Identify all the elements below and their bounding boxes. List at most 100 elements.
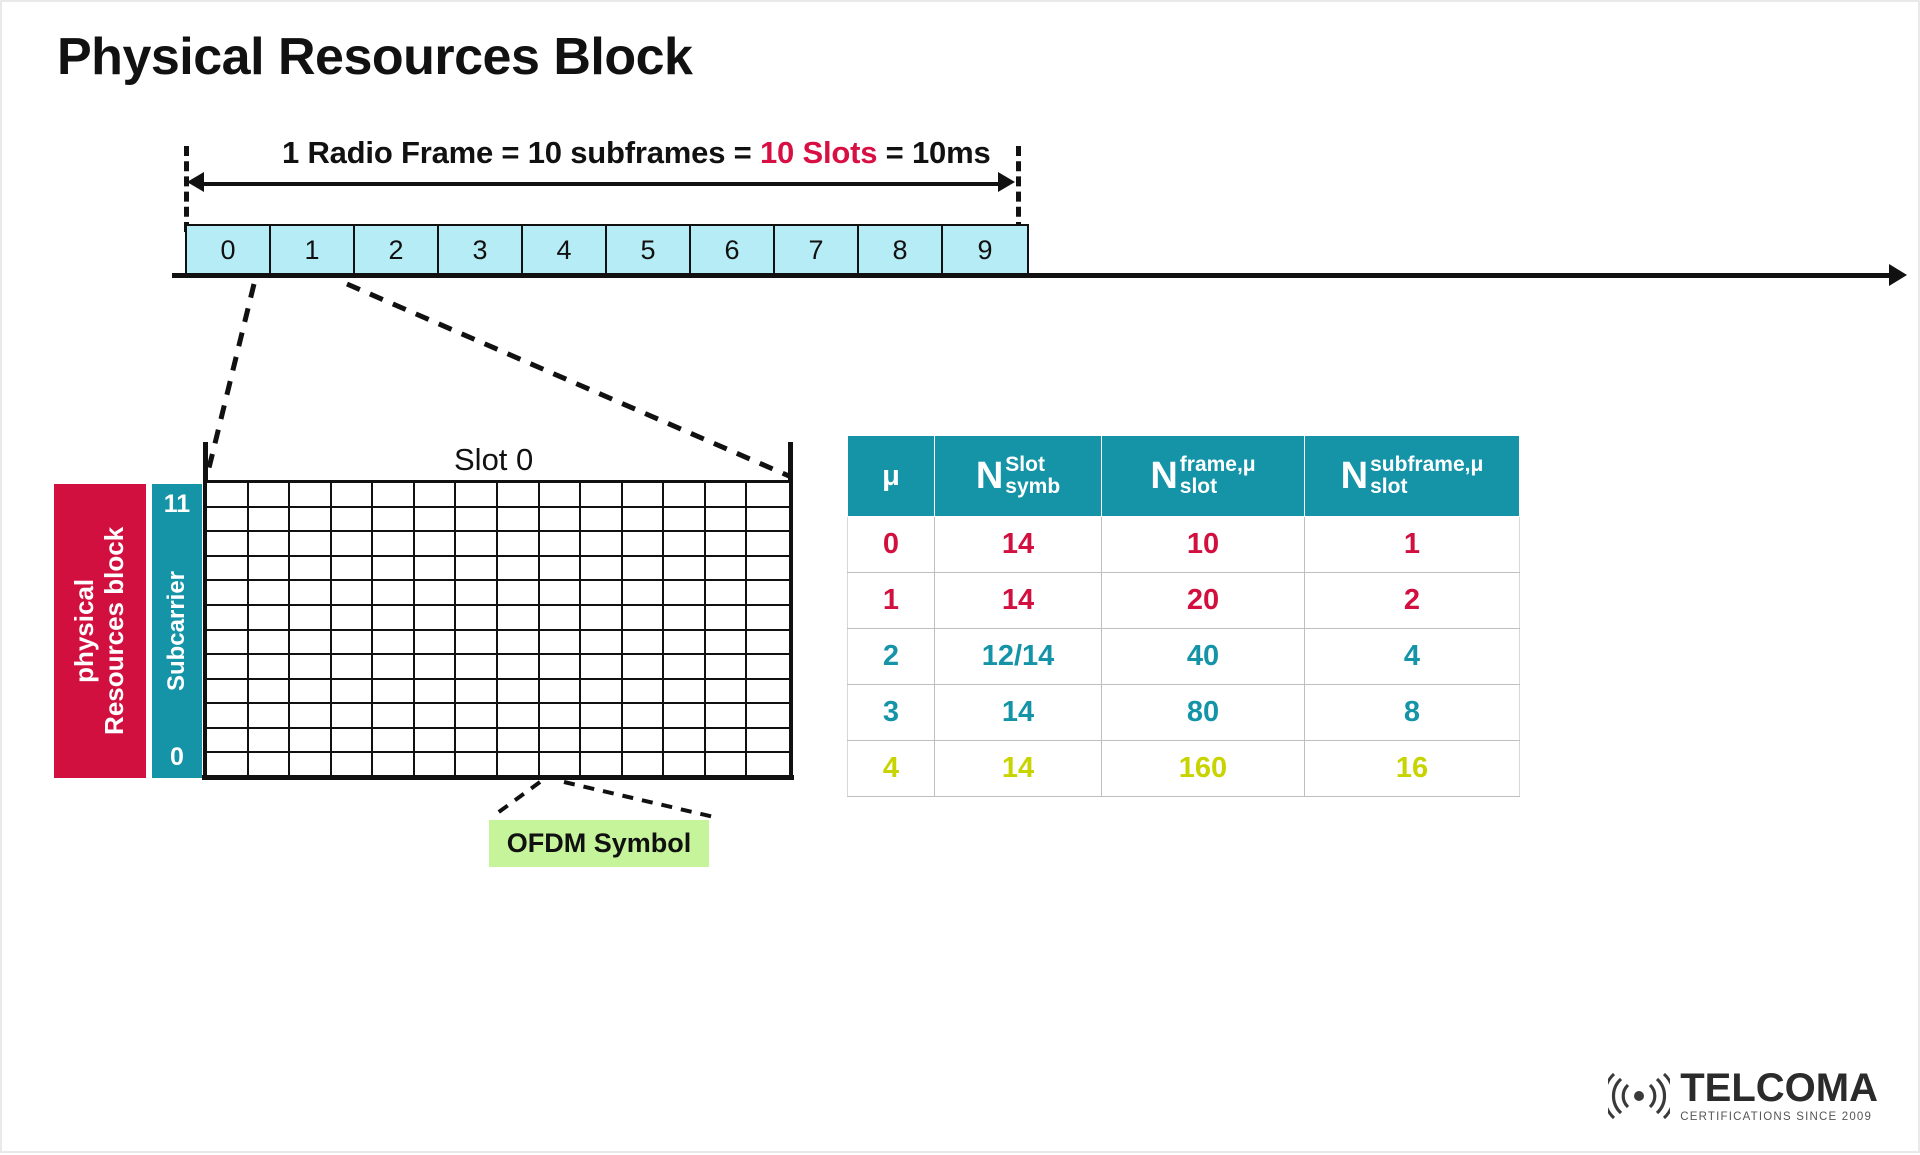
resource-element xyxy=(331,704,374,729)
resource-element xyxy=(498,679,540,705)
resource-element xyxy=(456,753,498,778)
resource-element xyxy=(747,704,789,729)
resource-element xyxy=(331,532,374,557)
table-cell: 1 xyxy=(847,572,935,629)
resource-element xyxy=(622,655,665,680)
resource-element xyxy=(539,556,582,582)
arrow-bar xyxy=(197,182,1005,186)
resource-element xyxy=(622,679,665,705)
resource-element xyxy=(747,581,789,606)
resource-element xyxy=(581,483,623,508)
resource-element xyxy=(498,605,540,631)
resource-element xyxy=(622,753,665,778)
resource-element xyxy=(248,605,291,631)
resource-element xyxy=(664,630,706,656)
resource-element xyxy=(705,679,748,705)
resource-element xyxy=(705,630,748,656)
resource-element xyxy=(622,556,665,582)
subframe-cell: 5 xyxy=(607,226,691,274)
time-axis-arrow-icon xyxy=(1889,264,1907,286)
resource-element xyxy=(456,556,498,582)
resource-element xyxy=(705,581,748,606)
table-cell: 2 xyxy=(1304,572,1520,629)
resource-element xyxy=(622,704,665,729)
resource-element xyxy=(747,753,789,778)
resource-element xyxy=(207,532,249,557)
resource-element xyxy=(207,704,249,729)
resource-element xyxy=(705,728,748,754)
resource-element xyxy=(331,605,374,631)
resource-element xyxy=(622,483,665,508)
resource-element xyxy=(664,581,706,606)
resource-element xyxy=(373,753,415,778)
resource-element xyxy=(414,655,457,680)
resource-element xyxy=(414,483,457,508)
subframe-cell: 8 xyxy=(859,226,943,274)
resource-element xyxy=(373,605,415,631)
ofdm-symbol-callout: OFDM Symbol xyxy=(489,820,709,867)
resource-element xyxy=(747,483,789,508)
table-cell: 80 xyxy=(1101,684,1305,741)
resource-element xyxy=(456,507,498,533)
resource-element xyxy=(664,753,706,778)
signal-wave-icon xyxy=(1608,1072,1671,1119)
resource-element xyxy=(456,581,498,606)
resource-element xyxy=(248,679,291,705)
resource-element xyxy=(290,704,332,729)
resource-element xyxy=(290,581,332,606)
table-cell: 40 xyxy=(1101,628,1305,685)
resource-element xyxy=(414,630,457,656)
resource-element xyxy=(581,753,623,778)
resource-element xyxy=(747,532,789,557)
resource-element xyxy=(539,753,582,778)
resource-element xyxy=(331,679,374,705)
resource-element xyxy=(581,605,623,631)
table-cell: 1 xyxy=(1304,516,1520,573)
resource-element xyxy=(290,679,332,705)
frame-extent-tick-left xyxy=(184,146,189,232)
resource-element xyxy=(290,655,332,680)
resource-element xyxy=(581,728,623,754)
resource-element xyxy=(747,655,789,680)
subframe-cell: 9 xyxy=(943,226,1027,274)
grid-cells xyxy=(207,483,789,778)
grid-edge-left xyxy=(203,442,208,778)
resource-element xyxy=(207,556,249,582)
resource-element xyxy=(539,655,582,680)
resource-element xyxy=(539,581,582,606)
resource-element xyxy=(747,728,789,754)
radio-frame-caption-prefix: 1 Radio Frame = 10 subframes = xyxy=(282,135,760,170)
resource-element xyxy=(373,655,415,680)
grid-edge-right xyxy=(788,442,793,778)
subframe-cell: 6 xyxy=(691,226,775,274)
resource-element xyxy=(331,728,374,754)
resource-element xyxy=(248,630,291,656)
resource-element xyxy=(705,483,748,508)
resource-element xyxy=(539,605,582,631)
time-axis xyxy=(172,264,1907,286)
resource-element xyxy=(331,630,374,656)
resource-element xyxy=(248,556,291,582)
resource-element xyxy=(705,655,748,680)
resource-element xyxy=(539,728,582,754)
resource-element xyxy=(373,630,415,656)
subframe-cell: 0 xyxy=(187,226,271,274)
resource-element xyxy=(331,483,374,508)
table-cell: 16 xyxy=(1304,740,1520,797)
table-cell: 14 xyxy=(934,572,1102,629)
subframe-cell: 2 xyxy=(355,226,439,274)
resource-element xyxy=(664,728,706,754)
resource-element xyxy=(747,605,789,631)
resource-element xyxy=(581,679,623,705)
resource-element xyxy=(498,556,540,582)
table-header-cell: μ xyxy=(847,435,935,517)
resource-element xyxy=(705,605,748,631)
